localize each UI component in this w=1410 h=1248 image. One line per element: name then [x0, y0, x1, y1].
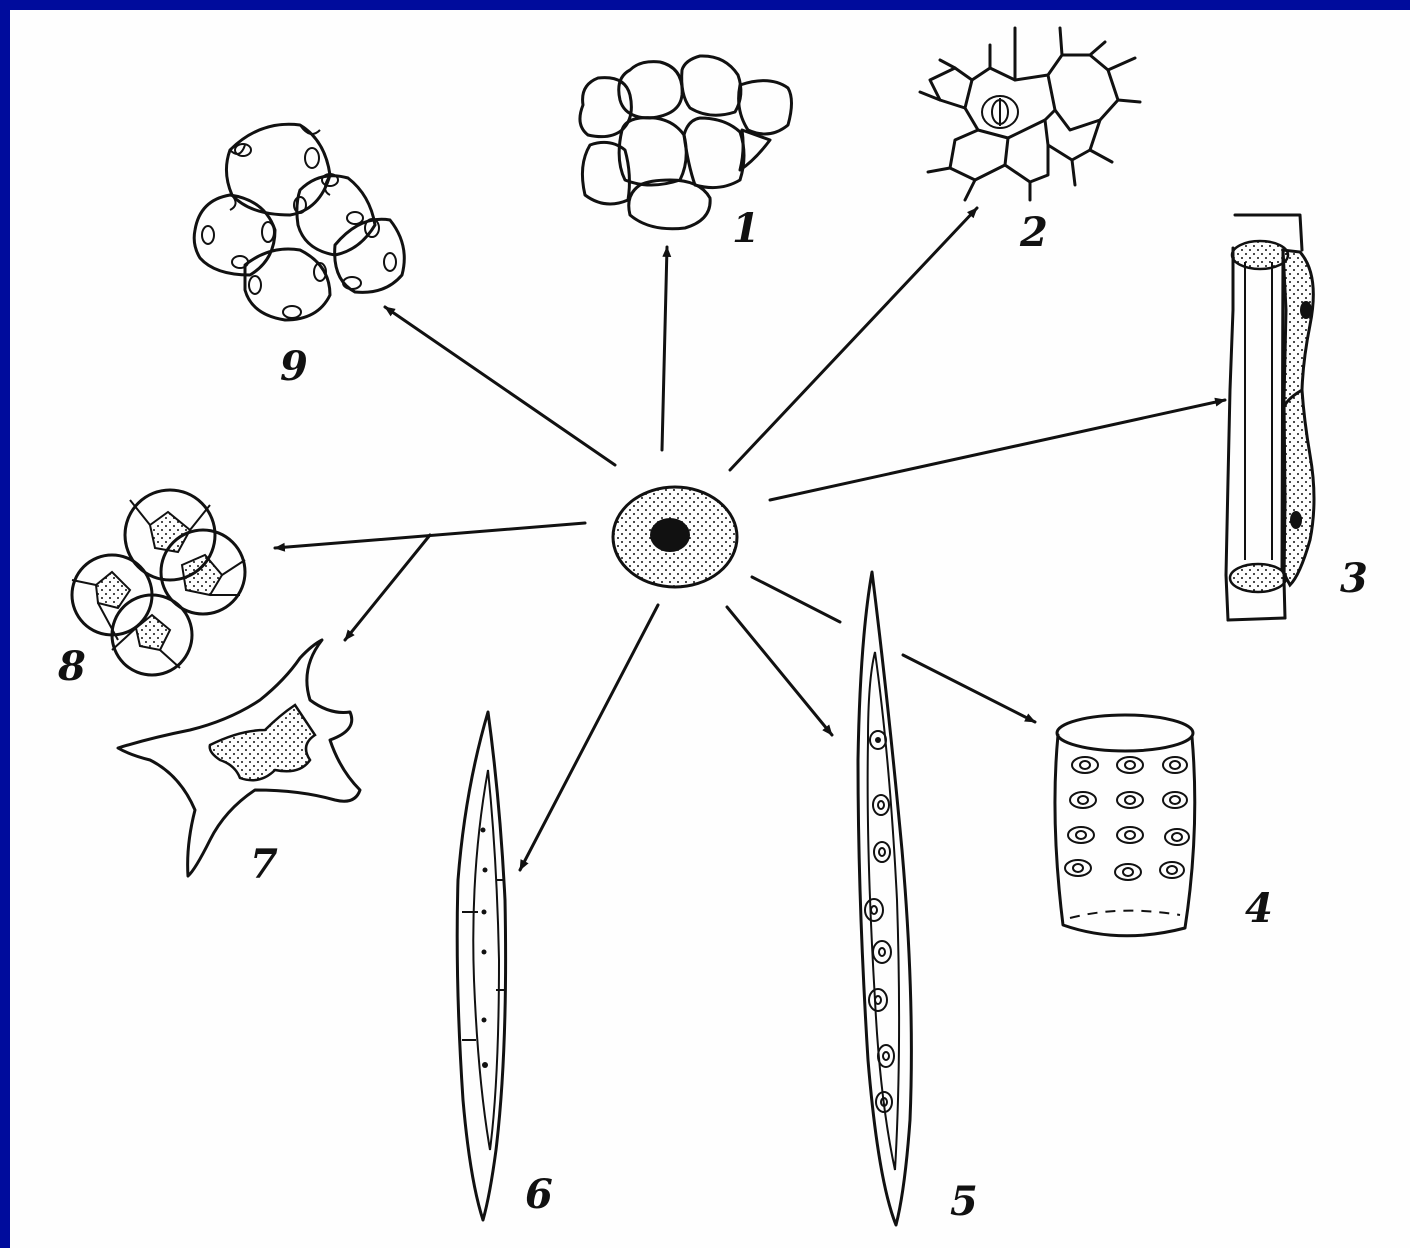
central-cell — [613, 487, 737, 587]
cell-type-9-sclereid-cluster — [194, 124, 404, 320]
label-6: 6 — [525, 1171, 553, 1218]
label-8: 8 — [57, 643, 86, 690]
diagram-canvas: 1 2 3 — [10, 10, 1410, 1248]
arrow-to-1 — [662, 247, 667, 450]
arrow-to-5 — [727, 607, 832, 735]
arrow-to-4b — [903, 655, 1035, 722]
label-5: 5 — [950, 1178, 978, 1225]
label-1: 1 — [732, 205, 760, 252]
cell-differentiation-diagram: 1 2 3 — [10, 10, 1410, 1248]
label-7: 7 — [250, 841, 278, 888]
arrow-to-4a — [752, 577, 840, 622]
pits — [1065, 757, 1189, 880]
arrow-to-3 — [770, 400, 1225, 500]
cell-type-6-fiber — [457, 712, 505, 1220]
cell-type-1-parenchyma — [580, 56, 792, 229]
cell-type-3-sieve-tube — [1226, 215, 1314, 620]
cell-type-8-collenchyma — [72, 490, 245, 675]
cell-type-2-epidermis — [920, 28, 1140, 200]
label-4: 4 — [1245, 885, 1273, 932]
cell-type-4-vessel-segment — [1055, 715, 1195, 936]
arrows — [275, 208, 1225, 870]
arrow-to-9 — [385, 307, 615, 465]
arrow-to-7 — [345, 535, 430, 640]
label-3: 3 — [1340, 555, 1368, 602]
cell-type-5-tracheid — [858, 572, 911, 1225]
label-9: 9 — [280, 343, 308, 390]
label-2: 2 — [1019, 209, 1048, 256]
arrow-to-2 — [730, 208, 977, 470]
arrow-to-6 — [520, 605, 658, 870]
